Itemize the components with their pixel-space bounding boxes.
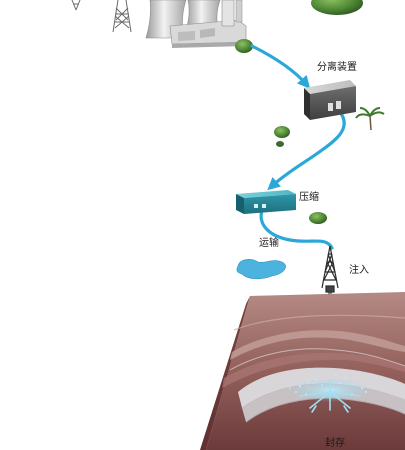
tree-icon <box>309 212 327 224</box>
tree-icon <box>276 141 284 147</box>
storage-label: 封存 <box>325 438 345 449</box>
co2-dispersion-arrows <box>299 379 361 413</box>
injection-label: 注入 <box>349 265 369 276</box>
co2-particles <box>289 373 367 395</box>
power-plant <box>71 0 363 53</box>
factory-building <box>169 0 247 48</box>
storage-layer <box>238 367 405 408</box>
geological-cross-section <box>200 292 405 450</box>
separation-unit <box>274 80 385 147</box>
tree-icon <box>274 126 290 138</box>
transport-label: 运输 <box>259 238 279 249</box>
drilling-rig-icon <box>321 245 339 293</box>
separation-label: 分离装置 <box>317 62 357 73</box>
compression-unit <box>236 190 327 224</box>
transmission-tower-icon <box>71 0 132 33</box>
tree-icon <box>235 39 253 53</box>
water-pond <box>236 259 286 280</box>
tree-icon <box>311 0 363 15</box>
palm-tree-icon <box>355 107 385 131</box>
compression-label: 压缩 <box>299 192 319 203</box>
